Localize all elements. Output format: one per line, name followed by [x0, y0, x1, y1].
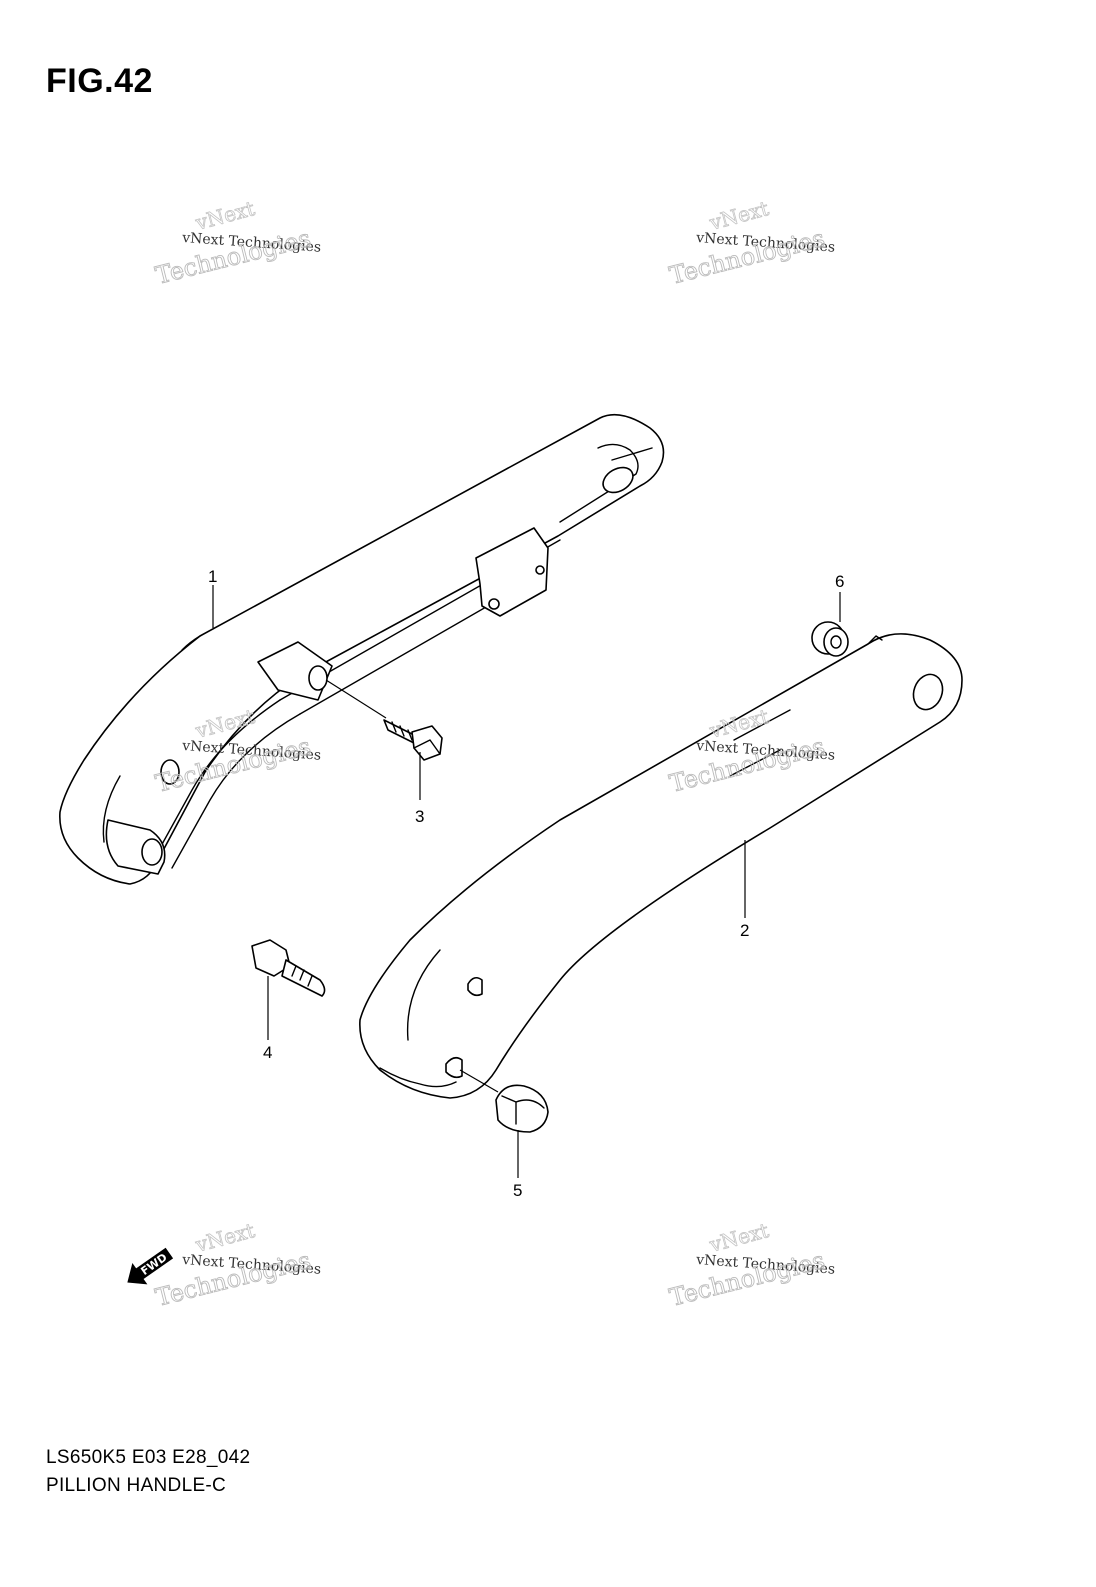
fwd-label: FWD	[138, 1251, 169, 1278]
svg-text:vNext: vNext	[192, 196, 257, 235]
leader-line-5b	[459, 1069, 499, 1093]
model-code: LS650K5 E03 E28_042	[46, 1447, 251, 1468]
figure-title: FIG.42	[46, 62, 153, 100]
watermark-top-left: vNext vNext Technologies Technologies	[152, 196, 321, 291]
part-4-bolt[interactable]	[251, 939, 326, 997]
part-1-pillion-handle[interactable]	[59, 413, 665, 885]
part-6-grommet[interactable]	[811, 621, 849, 657]
leader-line-3b	[325, 679, 387, 719]
callout-3: 3	[415, 807, 424, 826]
watermark-top-right: vNext vNext Technologies Technologies	[666, 196, 835, 291]
svg-text:vNext: vNext	[706, 196, 771, 235]
part-5-cap-nut[interactable]	[495, 1084, 549, 1133]
part-3-bolt[interactable]	[383, 719, 443, 761]
svg-text:vNext: vNext	[192, 1218, 257, 1257]
section-name: PILLION HANDLE-C	[46, 1475, 227, 1496]
callout-6: 6	[835, 572, 844, 591]
svg-text:vNext: vNext	[706, 1218, 771, 1257]
callout-2: 2	[740, 921, 749, 940]
callout-5: 5	[513, 1181, 522, 1200]
callout-4: 4	[263, 1043, 272, 1062]
watermark-bottom-left: vNext vNext Technologies Technologies	[152, 1218, 321, 1313]
part-2-pillion-handle[interactable]	[359, 633, 963, 1099]
watermark-bottom-right: vNext vNext Technologies Technologies	[666, 1218, 835, 1313]
callout-1: 1	[208, 567, 217, 586]
